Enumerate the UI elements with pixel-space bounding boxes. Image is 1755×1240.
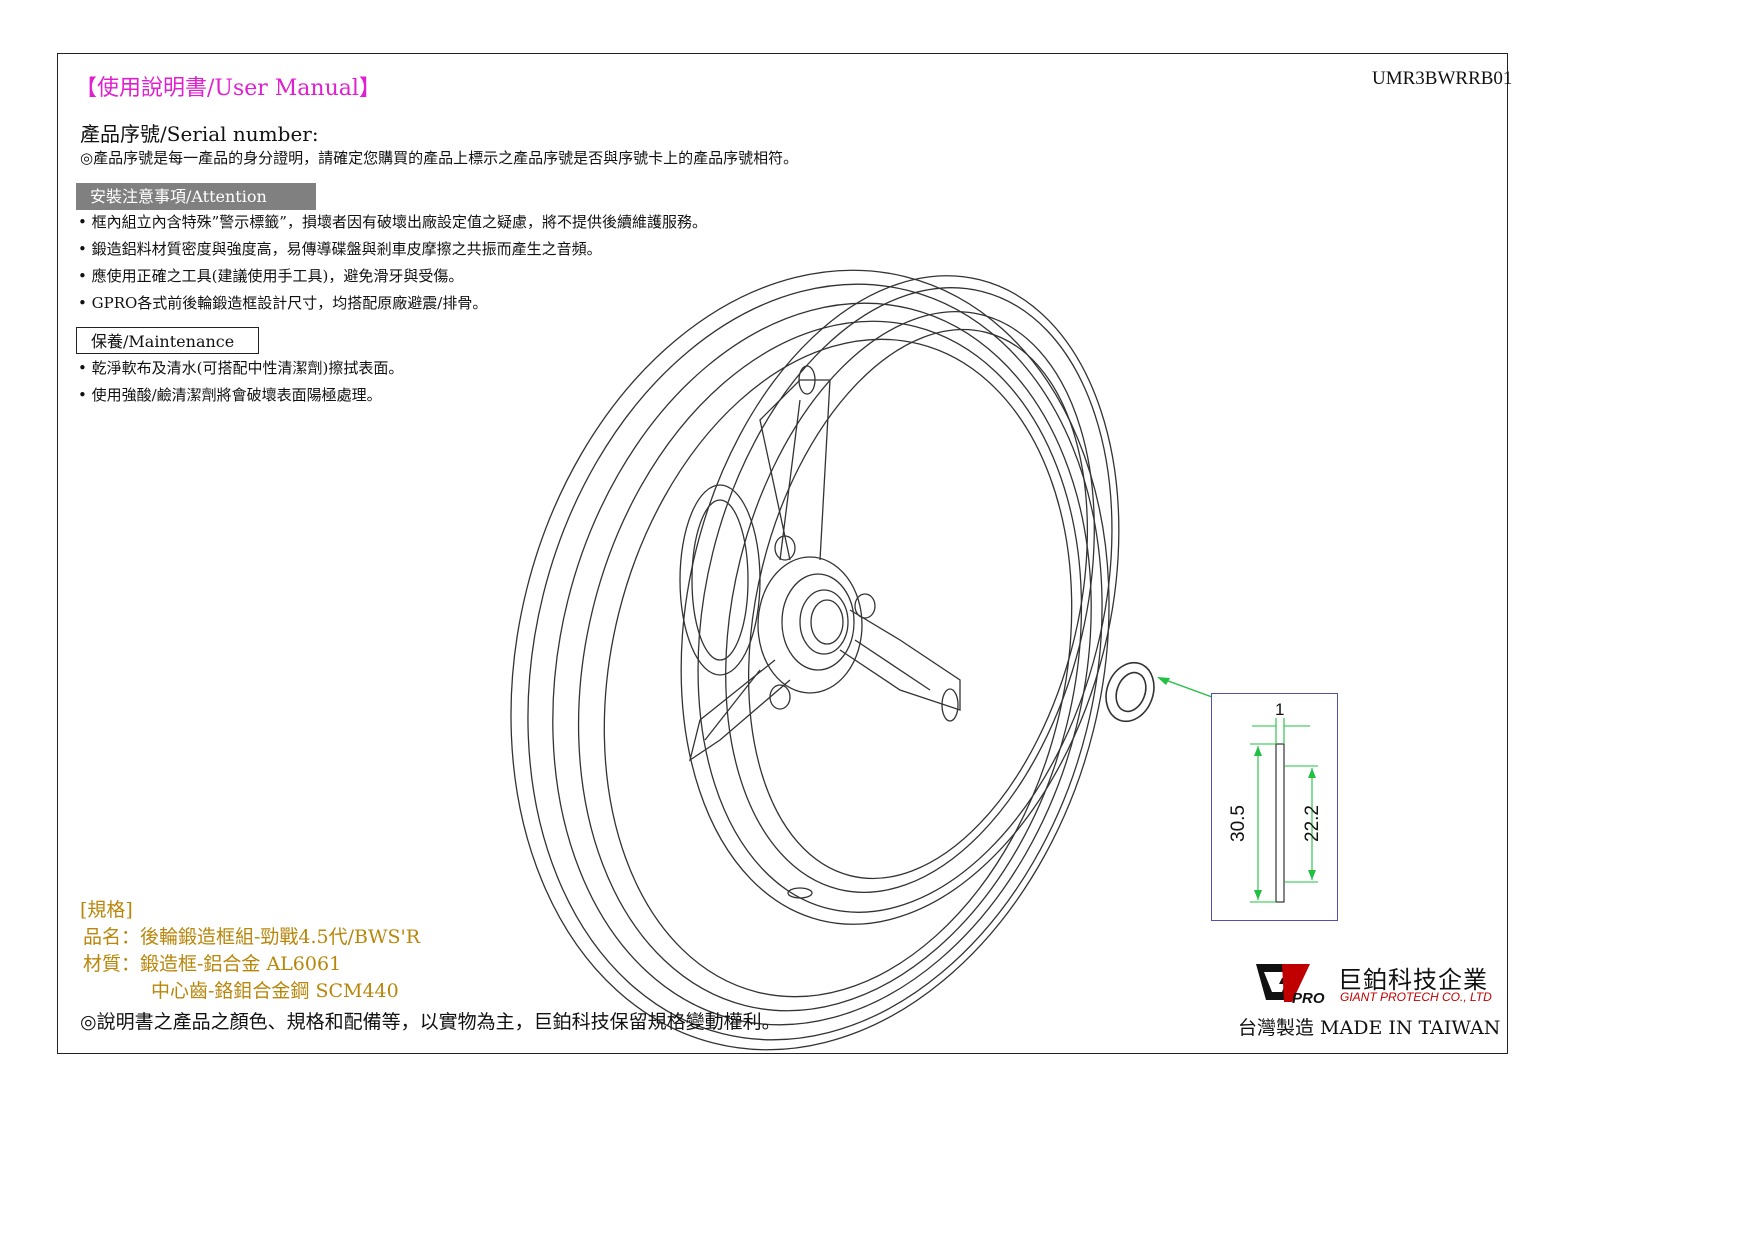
- attention-item: • 應使用正確之工具(建議使用手工具)，避免滑牙與受傷。: [78, 267, 464, 285]
- made-in-taiwan: 台灣製造 MADE IN TAIWAN: [1238, 1017, 1501, 1039]
- serial-number-label: 產品序號/Serial number:: [80, 122, 319, 146]
- wheel-drawing: [510, 269, 1318, 1051]
- company-name-cn: 巨鉑科技企業: [1338, 966, 1488, 994]
- spec-material-rim: 材質：鍛造框-鋁合金 AL6061: [83, 953, 342, 975]
- attention-item: • GPRO各式前後輪鍛造框設計尺寸，均搭配原廠避震/排骨。: [78, 294, 488, 312]
- logo-text: PRO: [1292, 990, 1325, 1007]
- gpro-logo-icon: PRO: [1256, 964, 1325, 1007]
- spec-product-name: 品名：後輪鍛造框組-勁戰4.5代/BWS'R: [83, 926, 421, 948]
- maintenance-item: • 乾淨軟布及清水(可搭配中性清潔劑)擦拭表面。: [78, 359, 404, 377]
- disclaimer: ◎說明書之產品之顏色、規格和配備等，以實物為主，巨鉑科技保留規格變動權利。: [80, 1011, 781, 1033]
- spec-heading: [規格]: [80, 899, 133, 921]
- spacer-dimension-box: [1211, 693, 1338, 921]
- manual-title: 【使用說明書/User Manual】: [75, 76, 381, 101]
- attention-item: • 鍛造鋁料材質密度與強度高，易傳導碟盤與剎車皮摩擦之共振而產生之音頻。: [78, 240, 602, 258]
- dimension-outer: 30.5: [1228, 805, 1249, 842]
- dimension-inner: 22.2: [1302, 805, 1323, 842]
- page-frame: [57, 53, 1508, 1054]
- maintenance-heading: 保養/Maintenance: [76, 327, 259, 354]
- spec-material-hub: 中心齒-鉻鉬合金鋼 SCM440: [151, 980, 399, 1002]
- dimension-thickness: 1: [1275, 700, 1285, 719]
- attention-heading: 安裝注意事項/Attention: [76, 183, 316, 210]
- document-code: UMR3BWRRB01: [1372, 68, 1513, 89]
- company-name-en: GIANT PROTECH CO., LTD: [1340, 990, 1492, 1004]
- serial-number-note: ◎產品序號是每一產品的身分證明，請確定您購買的產品上標示之產品序號是否與序號卡上…: [80, 149, 799, 167]
- maintenance-item: • 使用強酸/鹼清潔劑將會破壞表面陽極處理。: [78, 386, 382, 404]
- attention-item: • 框內組立內含特殊”警示標籤”，損壞者因有破壞出廠設定值之疑慮，將不提供後續維…: [78, 213, 707, 231]
